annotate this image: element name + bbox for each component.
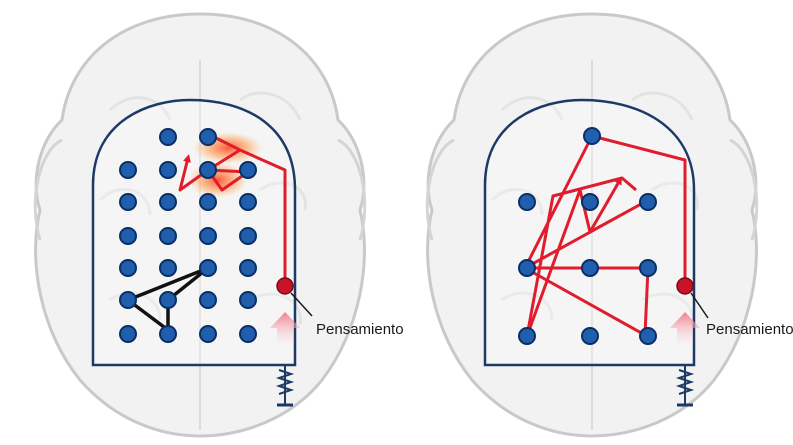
node-dot: [240, 228, 256, 244]
node-dot: [200, 326, 216, 342]
node-dot: [160, 162, 176, 178]
node-dot: [160, 194, 176, 210]
node-dot: [640, 260, 656, 276]
red-ball-icon: [677, 278, 693, 294]
thought-label-left: Pensamiento: [316, 321, 404, 338]
node-dot: [240, 292, 256, 308]
node-dot: [240, 194, 256, 210]
node-dot: [582, 194, 598, 210]
thought-label-right: Pensamiento: [706, 321, 793, 338]
node-dot: [160, 260, 176, 276]
node-dot: [160, 129, 176, 145]
node-dot: [640, 194, 656, 210]
node-dot: [160, 326, 176, 342]
node-dot: [582, 260, 598, 276]
panel-right: Pensamiento: [427, 14, 793, 436]
node-dot: [200, 260, 216, 276]
node-dot: [200, 228, 216, 244]
node-dot: [120, 260, 136, 276]
node-dot: [120, 326, 136, 342]
node-dot: [120, 194, 136, 210]
node-dot: [200, 194, 216, 210]
red-ball-icon: [277, 278, 293, 294]
node-dot: [584, 128, 600, 144]
node-dot: [240, 326, 256, 342]
node-dot: [200, 162, 216, 178]
node-dot: [582, 328, 598, 344]
node-dot: [640, 328, 656, 344]
node-dot: [160, 292, 176, 308]
node-dot: [240, 162, 256, 178]
node-dot: [160, 228, 176, 244]
node-dot: [519, 328, 535, 344]
node-dot: [519, 194, 535, 210]
node-dot: [200, 129, 216, 145]
node-dot: [120, 162, 136, 178]
panel-left: Pensamiento: [35, 14, 403, 436]
node-dot: [120, 292, 136, 308]
node-dot: [200, 292, 216, 308]
node-dot: [120, 228, 136, 244]
node-dot: [240, 260, 256, 276]
node-dot: [519, 260, 535, 276]
